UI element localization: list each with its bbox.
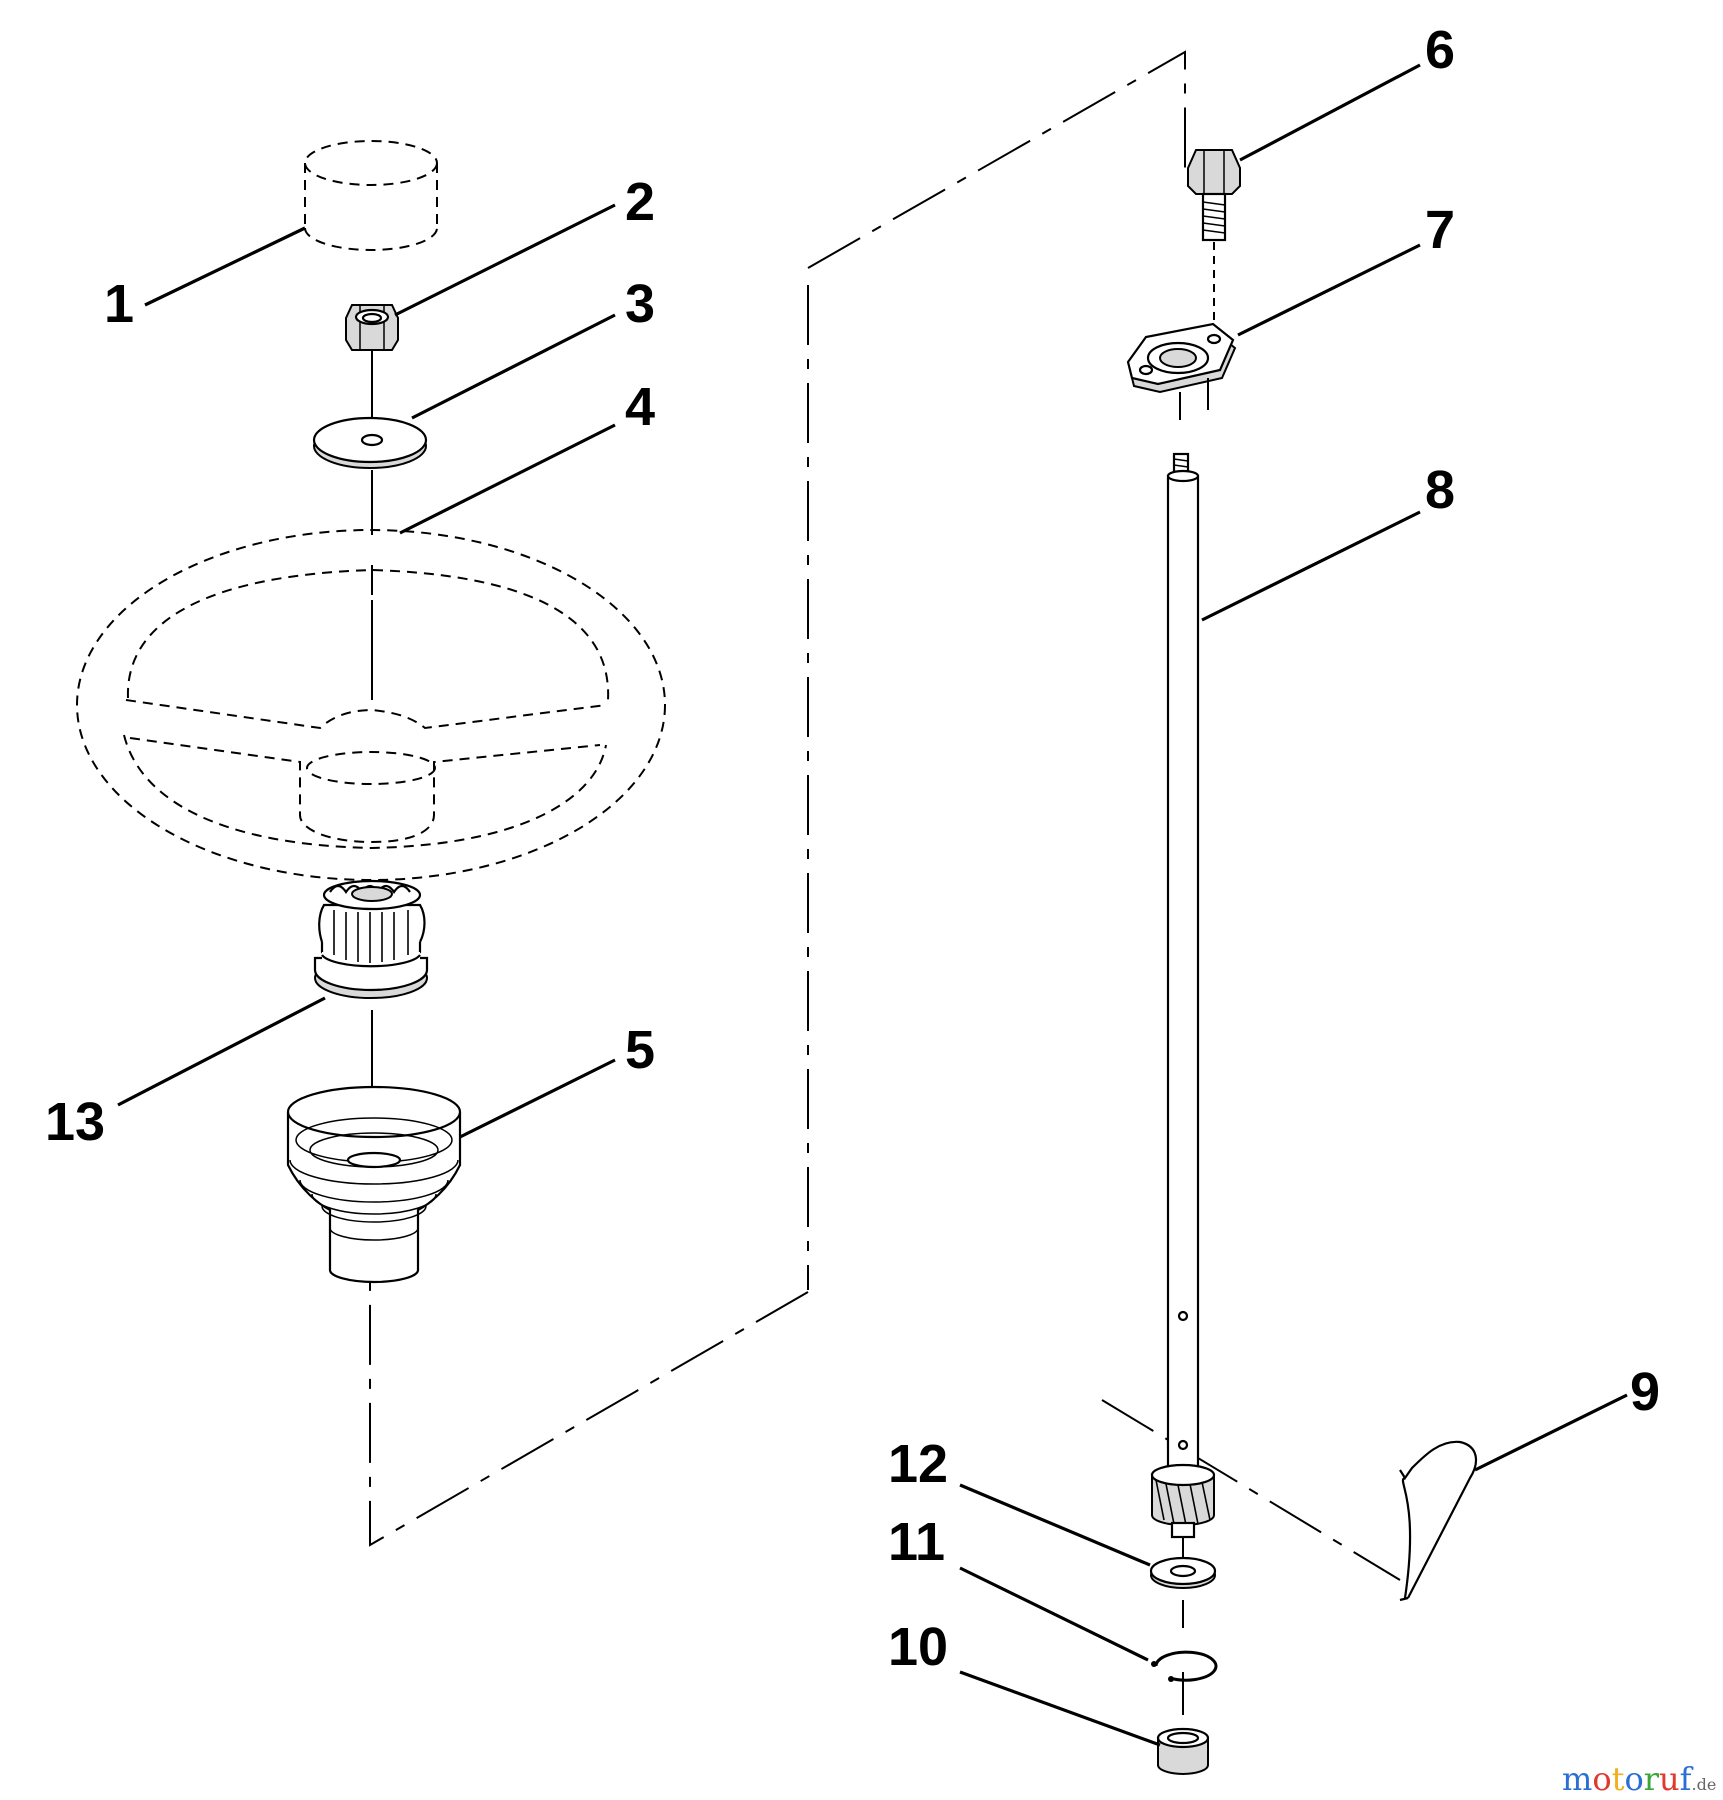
callout-5: 5 bbox=[625, 1020, 655, 1080]
bolt-part-6 bbox=[1187, 149, 1241, 330]
nut-part-2 bbox=[345, 304, 399, 351]
callout-8: 8 bbox=[1425, 460, 1455, 520]
callout-7: 7 bbox=[1425, 200, 1455, 260]
adapter-part-13 bbox=[313, 879, 429, 999]
wm-letter: m bbox=[1562, 1760, 1592, 1798]
phantom-frame bbox=[369, 50, 1401, 1581]
wm-letter: t bbox=[1612, 1760, 1625, 1798]
leader-6 bbox=[1239, 63, 1421, 162]
leader-1 bbox=[144, 226, 306, 307]
ring-part-11 bbox=[1151, 1650, 1218, 1682]
callout-12: 12 bbox=[888, 1434, 948, 1494]
callout-11: 11 bbox=[888, 1512, 945, 1572]
callout-1: 1 bbox=[104, 274, 134, 334]
wm-letter: u bbox=[1659, 1760, 1680, 1798]
left-assembly bbox=[76, 140, 666, 1284]
callout-labels: 1 2 3 4 5 6 7 8 9 10 11 12 13 bbox=[45, 20, 1660, 1677]
wm-letter: r bbox=[1644, 1760, 1660, 1798]
leader-10 bbox=[959, 1670, 1161, 1747]
right-assembly bbox=[959, 63, 1628, 1775]
washer-part-3 bbox=[312, 416, 428, 469]
callout-4: 4 bbox=[625, 377, 655, 437]
leader-7 bbox=[1237, 243, 1421, 337]
wm-letter: o bbox=[1624, 1760, 1643, 1798]
callout-6: 6 bbox=[1425, 20, 1455, 80]
svg-text:motoruf.de: motoruf.de bbox=[1562, 1760, 1716, 1798]
callout-2: 2 bbox=[625, 172, 655, 232]
leader-13 bbox=[117, 996, 326, 1107]
callout-10: 10 bbox=[888, 1617, 948, 1677]
wm-letter: f bbox=[1680, 1760, 1694, 1798]
wm-letter: o bbox=[1592, 1760, 1611, 1798]
shaft-part-8 bbox=[1150, 452, 1216, 1715]
callout-13: 13 bbox=[45, 1092, 105, 1152]
boot-part-5 bbox=[286, 1085, 462, 1284]
cap-part-1 bbox=[304, 140, 438, 251]
leader-9 bbox=[1474, 1393, 1628, 1472]
leader-4 bbox=[399, 423, 616, 535]
callout-9: 9 bbox=[1630, 1362, 1660, 1422]
leader-8 bbox=[1201, 510, 1421, 622]
washer-part-12 bbox=[1149, 1556, 1217, 1589]
wm-suffix: .de bbox=[1691, 1775, 1716, 1794]
flange-part-7 bbox=[1126, 322, 1237, 420]
leader-11 bbox=[959, 1566, 1149, 1662]
callout-3: 3 bbox=[625, 274, 655, 334]
leader-3 bbox=[411, 313, 616, 420]
clip-part-9 bbox=[1399, 1440, 1478, 1602]
leader-2 bbox=[394, 203, 616, 317]
bushing-part-10 bbox=[1156, 1727, 1210, 1775]
leader-5 bbox=[459, 1058, 616, 1139]
leader-12 bbox=[959, 1483, 1151, 1567]
watermark-logo: motoruf.de bbox=[1562, 1760, 1716, 1798]
